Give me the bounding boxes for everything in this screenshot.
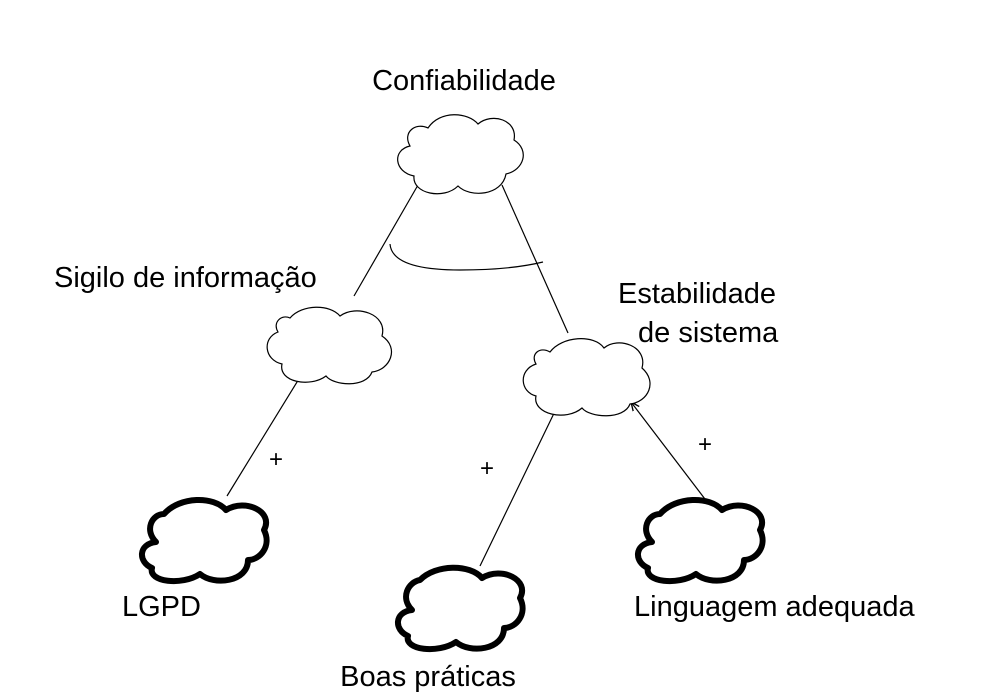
softgoal-cloud-confiabilidade[interactable] bbox=[397, 114, 524, 195]
softgoal-label-linguagem: Linguagem adequada bbox=[634, 591, 915, 623]
contribution-link-boas-praticas bbox=[479, 405, 558, 567]
contribution-sign-lgpd: + bbox=[269, 446, 283, 473]
and-decomposition-arc bbox=[389, 243, 544, 271]
softgoal-cloud-lgpd[interactable] bbox=[139, 496, 270, 585]
contribution-sign-boas-praticas: + bbox=[480, 455, 494, 482]
softgoal-label-boas-praticas: Boas práticas bbox=[340, 661, 516, 693]
softgoal-cloud-linguagem[interactable] bbox=[635, 496, 766, 585]
contribution-link-lgpd bbox=[226, 369, 305, 497]
softgoal-label-estabilidade-line1: Estabilidade bbox=[618, 278, 776, 310]
and-link-sigilo bbox=[353, 184, 419, 297]
and-link-estabilidade bbox=[501, 184, 569, 334]
contribution-sign-linguagem: + bbox=[698, 431, 712, 458]
contribution-link-linguagem bbox=[631, 402, 709, 504]
softgoal-cloud-estabilidade[interactable] bbox=[522, 338, 651, 417]
softgoal-label-confiabilidade: Confiabilidade bbox=[372, 65, 556, 97]
softgoal-label-estabilidade-line2: de sistema bbox=[638, 317, 779, 349]
softgoal-cloud-boas-praticas[interactable] bbox=[395, 564, 526, 653]
softgoal-label-lgpd: LGPD bbox=[122, 591, 201, 623]
softgoal-label-sigilo: Sigilo de informação bbox=[54, 262, 317, 294]
softgoal-cloud-sigilo[interactable] bbox=[266, 306, 393, 385]
